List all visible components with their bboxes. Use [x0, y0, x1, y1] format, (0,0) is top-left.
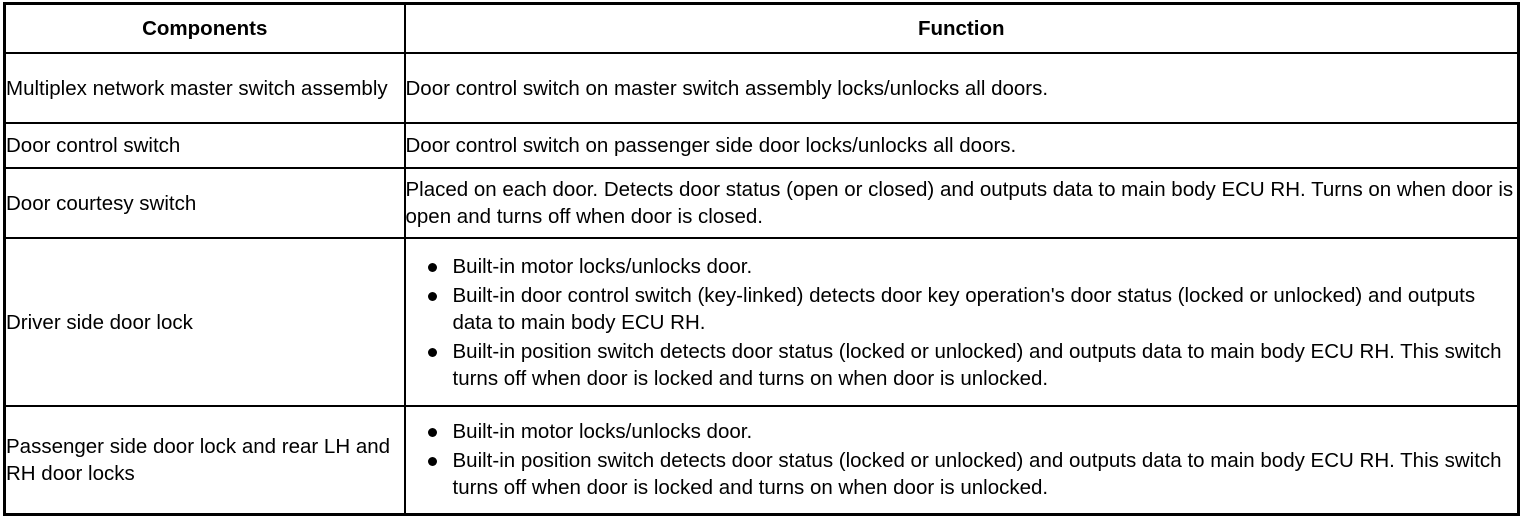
function-bullet-list: Built-in motor locks/unlocks door. Built… [406, 253, 1518, 392]
list-item-text: Built-in motor locks/unlocks door. [452, 420, 753, 444]
list-item-text: Built-in position switch detects door st… [452, 449, 1502, 500]
table-row: Driver side door lock Built-in motor loc… [3, 237, 1520, 407]
list-item: Built-in motor locks/unlocks door. [406, 253, 1518, 280]
bullet-dot-icon [427, 457, 437, 467]
bullet-dot-icon [427, 262, 437, 272]
table-row: Multiplex network master switch assembly… [3, 52, 1520, 124]
table-row: Door control switch Door control switch … [3, 122, 1520, 169]
cell-function-description: Built-in motor locks/unlocks door. Built… [403, 405, 1520, 515]
column-header-function: Function [403, 2, 1520, 54]
list-item-text: Built-in door control switch (key-linked… [452, 283, 1476, 334]
column-header-components: Components [3, 2, 406, 54]
bullet-dot-icon [427, 291, 437, 301]
cell-component-name: Door control switch [3, 122, 406, 169]
table-row: Door courtesy switch Placed on each door… [3, 167, 1520, 239]
function-paragraph: Placed on each door. Detects door status… [405, 178, 1514, 228]
list-item: Built-in position switch detects door st… [406, 447, 1518, 501]
cell-component-name: Driver side door lock [3, 237, 406, 407]
cell-function-description: Built-in motor locks/unlocks door. Built… [403, 237, 1520, 407]
components-function-table: Components Function Multiplex network ma… [3, 2, 1520, 516]
bullet-dot-icon [427, 347, 437, 357]
table-body: Multiplex network master switch assembly… [3, 52, 1520, 515]
cell-component-name: Multiplex network master switch assembly [3, 52, 406, 124]
cell-function-description: Door control switch on passenger side do… [403, 122, 1520, 169]
cell-component-name: Door courtesy switch [3, 167, 406, 239]
cell-function-description: Door control switch on master switch ass… [403, 52, 1520, 124]
table-row: Passenger side door lock and rear LH and… [3, 405, 1520, 515]
function-paragraph: Door control switch on master switch ass… [405, 76, 1049, 100]
table-header-row: Components Function [3, 2, 1520, 54]
cell-component-name: Passenger side door lock and rear LH and… [3, 405, 406, 515]
list-item: Built-in door control switch (key-linked… [406, 282, 1518, 336]
list-item: Built-in position switch detects door st… [406, 338, 1518, 392]
list-item: Built-in motor locks/unlocks door. [406, 418, 1518, 445]
list-item-text: Built-in motor locks/unlocks door. [452, 254, 753, 278]
list-item-text: Built-in position switch detects door st… [452, 339, 1502, 390]
bullet-dot-icon [427, 428, 437, 438]
table-header: Components Function [3, 2, 1520, 54]
cell-function-description: Placed on each door. Detects door status… [403, 167, 1520, 239]
function-bullet-list: Built-in motor locks/unlocks door. Built… [406, 418, 1518, 501]
function-paragraph: Door control switch on passenger side do… [405, 134, 1017, 157]
